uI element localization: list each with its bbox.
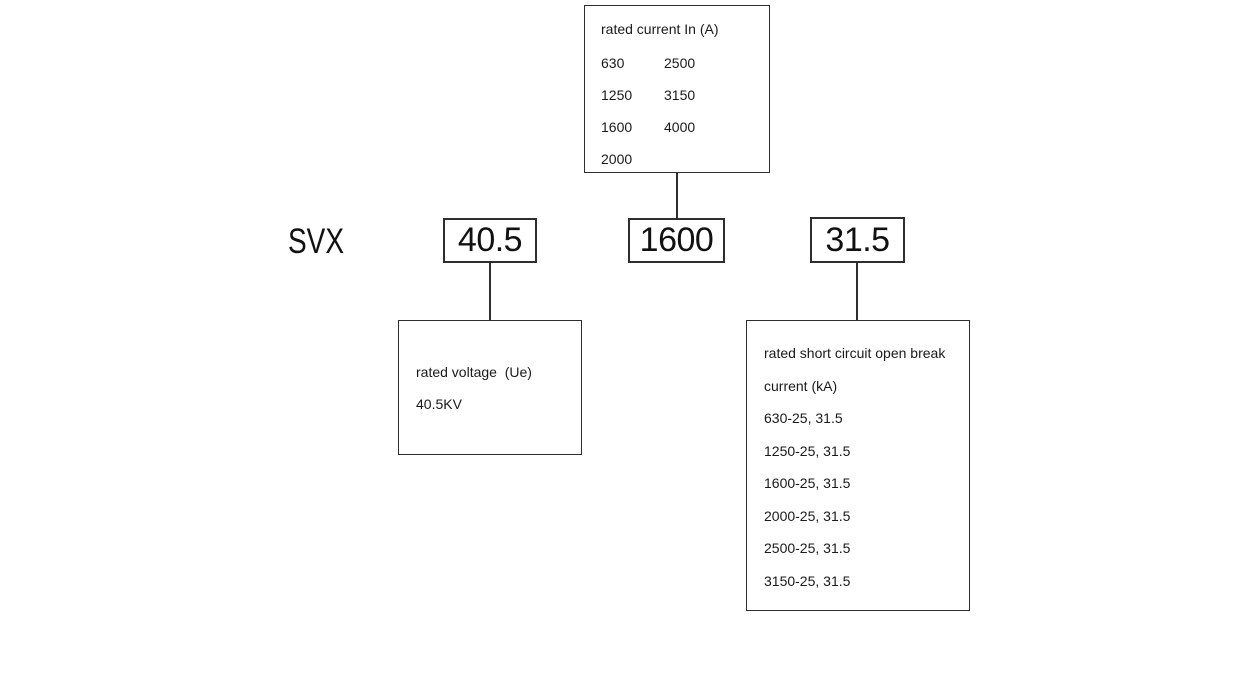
short-circuit-item: 3150-25, 31.5: [764, 573, 851, 589]
rated-current-value: 4000: [664, 119, 696, 135]
rated-voltage-value: 40.5KV: [416, 396, 462, 412]
rated-current-value: 630: [601, 55, 625, 71]
rated-current-value: 1250: [601, 87, 633, 103]
rated-current-value: 1600: [601, 119, 633, 135]
connector-line-rated-current: [676, 173, 678, 218]
rated-current-box: rated current In (A) 630 2500 1250 3150 16…: [584, 5, 770, 173]
code-box-current: 1600: [628, 218, 725, 263]
rated-current-value: 2500: [664, 55, 696, 71]
rated-current-row: 2000: [601, 151, 664, 167]
code-box-voltage: 40.5: [443, 218, 537, 263]
short-circuit-title-line2: current (kA): [764, 378, 838, 394]
short-circuit-item: 2000-25, 31.5: [764, 508, 851, 524]
short-circuit-title-line1: rated short circuit open break: [764, 345, 946, 361]
connector-line-short-circuit: [856, 263, 858, 320]
short-circuit-item: 1600-25, 31.5: [764, 475, 851, 491]
code-box-breaking-current: 31.5: [810, 217, 905, 263]
model-prefix-label: SVX: [288, 222, 345, 261]
rated-current-title: rated current In (A): [601, 21, 719, 37]
rated-current-row: 630 2500: [601, 55, 695, 71]
connector-line-rated-voltage: [489, 263, 491, 320]
rated-current-value: 2000: [601, 151, 633, 167]
rated-current-row: 1600 4000: [601, 119, 695, 135]
rated-voltage-box: rated voltage (Ue) 40.5KV: [398, 320, 582, 455]
short-circuit-item: 630-25, 31.5: [764, 410, 843, 426]
short-circuit-box: rated short circuit open break current (…: [746, 320, 970, 611]
rated-current-row: 1250 3150: [601, 87, 695, 103]
short-circuit-item: 1250-25, 31.5: [764, 443, 851, 459]
rated-current-value: 3150: [664, 87, 696, 103]
short-circuit-item: 2500-25, 31.5: [764, 540, 851, 556]
rated-voltage-title: rated voltage (Ue): [416, 364, 532, 380]
